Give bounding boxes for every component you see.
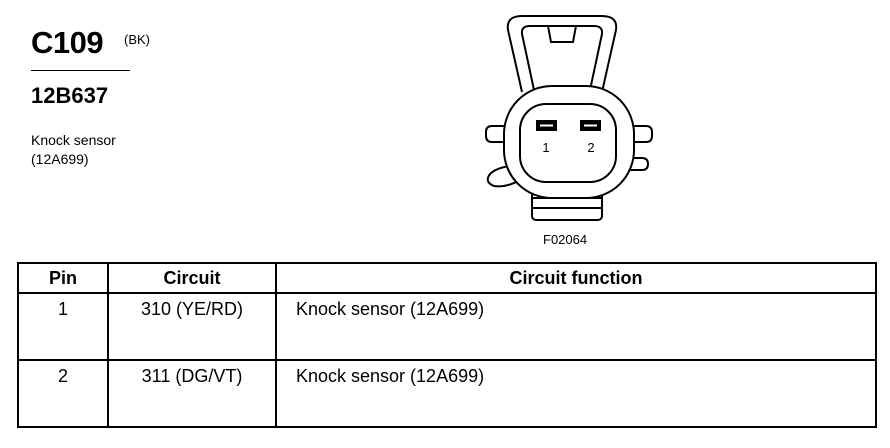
circuit-cell: 310 (YE/RD) [107,292,277,361]
pin-cell: 1 [17,292,109,361]
description-line-2: (12A699) [31,151,89,167]
latch-inner-outline [520,25,604,91]
figure-code: F02064 [543,232,588,247]
pin-cell: 2 [17,359,109,428]
table-row: 1 310 (YE/RD) Knock sensor (12A699) [17,292,877,361]
function-cell: Knock sensor (12A699) [275,359,877,428]
part-number: 12B637 [31,83,109,108]
header-circuit-function: Circuit function [275,262,877,294]
pin-label-2: 2 [587,140,594,155]
table-header-row: Pin Circuit Circuit function [17,262,877,294]
connector-description: Knock sensor (12A699) [31,131,116,169]
left-lower-ear [486,165,521,188]
left-ear [485,125,516,143]
header-pin: Pin [17,262,109,294]
title-underline [31,70,130,71]
right-lower-ear [620,157,650,171]
pin-table: Pin Circuit Circuit function 1 310 (YE/R… [17,262,877,428]
table-row: 2 311 (DG/VT) Knock sensor (12A699) [17,359,877,428]
circuit-cell: 311 (DG/VT) [107,359,277,428]
function-cell: Knock sensor (12A699) [275,292,877,361]
pin-label-1: 1 [542,140,549,155]
connector-id: C109 [31,25,104,60]
latch-outline [506,15,618,93]
terminal-2 [580,120,601,131]
connector-color: (BK) [124,32,150,47]
right-ear [620,125,653,143]
terminal-1 [536,120,557,131]
description-line-1: Knock sensor [31,132,116,148]
header-circuit: Circuit [107,262,277,294]
connector-face-diagram: 1 2 [485,15,653,221]
pin-cavity [519,103,617,183]
connector-body [503,85,635,199]
latch-tab [547,25,577,43]
